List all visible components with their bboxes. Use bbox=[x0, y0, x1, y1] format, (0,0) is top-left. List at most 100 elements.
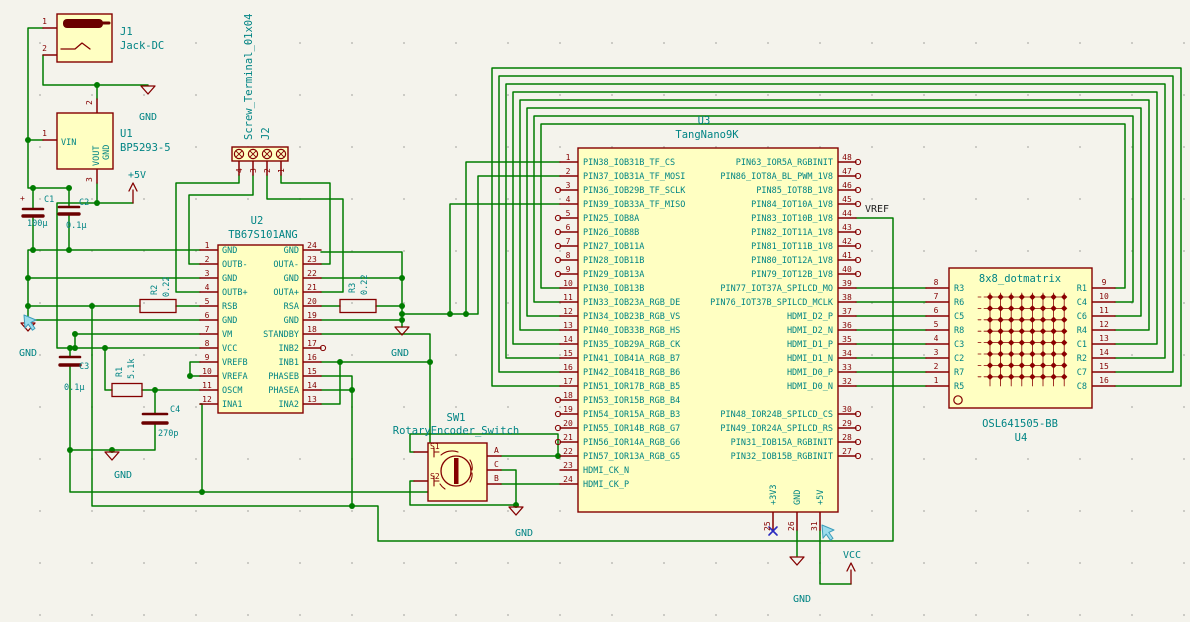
svg-text:17: 17 bbox=[563, 377, 573, 386]
sw1-ref: SW1 bbox=[447, 412, 466, 424]
svg-text:3: 3 bbox=[205, 269, 210, 278]
gnd-label: GND bbox=[114, 470, 132, 481]
component-c2[interactable]: C20.1µ bbox=[57, 198, 89, 231]
svg-text:PHASEA: PHASEA bbox=[268, 386, 299, 396]
svg-text:44: 44 bbox=[842, 209, 852, 218]
svg-text:20: 20 bbox=[563, 419, 573, 428]
svg-text:4: 4 bbox=[566, 195, 571, 204]
svg-text:R5: R5 bbox=[954, 382, 964, 392]
svg-text:9: 9 bbox=[1102, 278, 1107, 287]
svg-text:12: 12 bbox=[202, 395, 212, 404]
svg-text:OUTB+: OUTB+ bbox=[222, 288, 248, 298]
svg-text:2: 2 bbox=[205, 255, 210, 264]
component-c4[interactable]: C4 270p bbox=[141, 405, 180, 439]
u2-value: TB67S101ANG bbox=[228, 229, 298, 241]
svg-text:R3: R3 bbox=[954, 284, 964, 294]
svg-text:16: 16 bbox=[307, 353, 317, 362]
svg-text:26: 26 bbox=[787, 521, 796, 531]
j1-ref: J1 bbox=[120, 26, 133, 38]
svg-text:PIN26_IOB8B: PIN26_IOB8B bbox=[583, 228, 639, 238]
svg-text:INA1: INA1 bbox=[222, 400, 242, 410]
svg-text:A: A bbox=[494, 446, 499, 455]
svg-text:35: 35 bbox=[842, 335, 852, 344]
svg-text:14: 14 bbox=[1099, 348, 1109, 357]
svg-text:C4: C4 bbox=[1077, 298, 1087, 308]
svg-text:5: 5 bbox=[934, 320, 939, 329]
j1-value: Jack-DC bbox=[120, 40, 164, 52]
svg-text:9: 9 bbox=[205, 353, 210, 362]
svg-text:1: 1 bbox=[42, 17, 47, 26]
svg-text:PIN27_IOB11A: PIN27_IOB11A bbox=[583, 242, 644, 252]
svg-text:PIN56_IOR14A_RGB_G6: PIN56_IOR14A_RGB_G6 bbox=[583, 438, 680, 448]
svg-text:17: 17 bbox=[307, 339, 317, 348]
svg-text:C1: C1 bbox=[1077, 340, 1087, 350]
svg-text:GND: GND bbox=[102, 145, 112, 160]
svg-text:14: 14 bbox=[307, 381, 317, 390]
svg-text:19: 19 bbox=[307, 311, 317, 320]
component-u2-motor-driver[interactable]: U2TB67S101ANGGND1OUTB-2GND3OUTB+4RSB5GND… bbox=[202, 215, 317, 414]
u1-ref: U1 bbox=[120, 128, 133, 140]
c1-plus: + bbox=[20, 194, 25, 203]
svg-text:S1: S1 bbox=[430, 442, 440, 451]
svg-text:6: 6 bbox=[566, 223, 571, 232]
svg-text:12: 12 bbox=[1099, 320, 1109, 329]
svg-text:GND: GND bbox=[793, 490, 803, 505]
svg-text:PIN30_IOB13B: PIN30_IOB13B bbox=[583, 284, 644, 294]
r3-value: 0.22 bbox=[360, 275, 370, 295]
gnd-label: GND bbox=[515, 528, 533, 539]
screw-icon bbox=[261, 148, 273, 160]
svg-text:INB2: INB2 bbox=[279, 344, 299, 354]
svg-text:S2: S2 bbox=[430, 472, 440, 481]
svg-text:HDMI_D0_N: HDMI_D0_N bbox=[787, 382, 833, 392]
svg-text:PIN51_IOR17B_RGB_B5: PIN51_IOR17B_RGB_B5 bbox=[583, 382, 680, 392]
svg-text:C: C bbox=[494, 460, 499, 469]
svg-text:GND: GND bbox=[284, 274, 299, 284]
component-c3[interactable]: C30.1µ bbox=[58, 355, 89, 393]
component-u4-dotmatrix[interactable]: 8x8_dotmatrixOSL641505-BBU4R38R67C56R85C… bbox=[934, 267, 1109, 444]
svg-text:PIN57_IOR13A_RGB_G5: PIN57_IOR13A_RGB_G5 bbox=[583, 452, 680, 462]
svg-text:3: 3 bbox=[85, 177, 94, 182]
svg-text:R2: R2 bbox=[1077, 354, 1087, 364]
svg-text:OUTA-: OUTA- bbox=[273, 260, 299, 270]
svg-text:C8: C8 bbox=[1077, 382, 1087, 392]
svg-text:34: 34 bbox=[842, 349, 852, 358]
u4-ref: U4 bbox=[1015, 432, 1028, 444]
svg-text:15: 15 bbox=[307, 367, 317, 376]
svg-text:3: 3 bbox=[934, 348, 939, 357]
svg-text:11: 11 bbox=[202, 381, 212, 390]
svg-text:VIN: VIN bbox=[61, 138, 76, 148]
svg-text:C6: C6 bbox=[1077, 312, 1087, 322]
svg-text:PIN86_IOT8A_BL_PWM_1V8: PIN86_IOT8A_BL_PWM_1V8 bbox=[720, 172, 833, 182]
wires[interactable] bbox=[27, 27, 1182, 585]
component-u3-fpga-board[interactable]: U3TangNano9KPIN38_IOB31B_TF_CS1PIN37_IOB… bbox=[563, 115, 852, 531]
u2-ref: U2 bbox=[251, 215, 264, 227]
svg-text:15: 15 bbox=[563, 349, 573, 358]
c4-value: 270p bbox=[158, 429, 178, 439]
j2-ref: J2 bbox=[260, 127, 272, 140]
screw-icon bbox=[247, 148, 259, 160]
svg-text:+5V: +5V bbox=[816, 490, 826, 505]
svg-text:10: 10 bbox=[563, 279, 573, 288]
svg-text:23: 23 bbox=[563, 461, 573, 470]
c2-value: 0.1µ bbox=[66, 221, 86, 231]
svg-text:40: 40 bbox=[842, 265, 852, 274]
svg-text:PIN36_IOB29B_TF_SCLK: PIN36_IOB29B_TF_SCLK bbox=[583, 186, 686, 196]
svg-text:PIN32_IOB15B_RGBINIT: PIN32_IOB15B_RGBINIT bbox=[731, 452, 833, 462]
svg-text:2: 2 bbox=[934, 362, 939, 371]
u4-value: OSL641505-BB bbox=[982, 418, 1058, 430]
j2-value: Screw_Terminal_01x04 bbox=[243, 14, 255, 140]
svg-text:8: 8 bbox=[934, 278, 939, 287]
c4-ref: C4 bbox=[170, 405, 180, 415]
svg-text:C3: C3 bbox=[954, 340, 964, 350]
svg-text:2: 2 bbox=[566, 167, 571, 176]
